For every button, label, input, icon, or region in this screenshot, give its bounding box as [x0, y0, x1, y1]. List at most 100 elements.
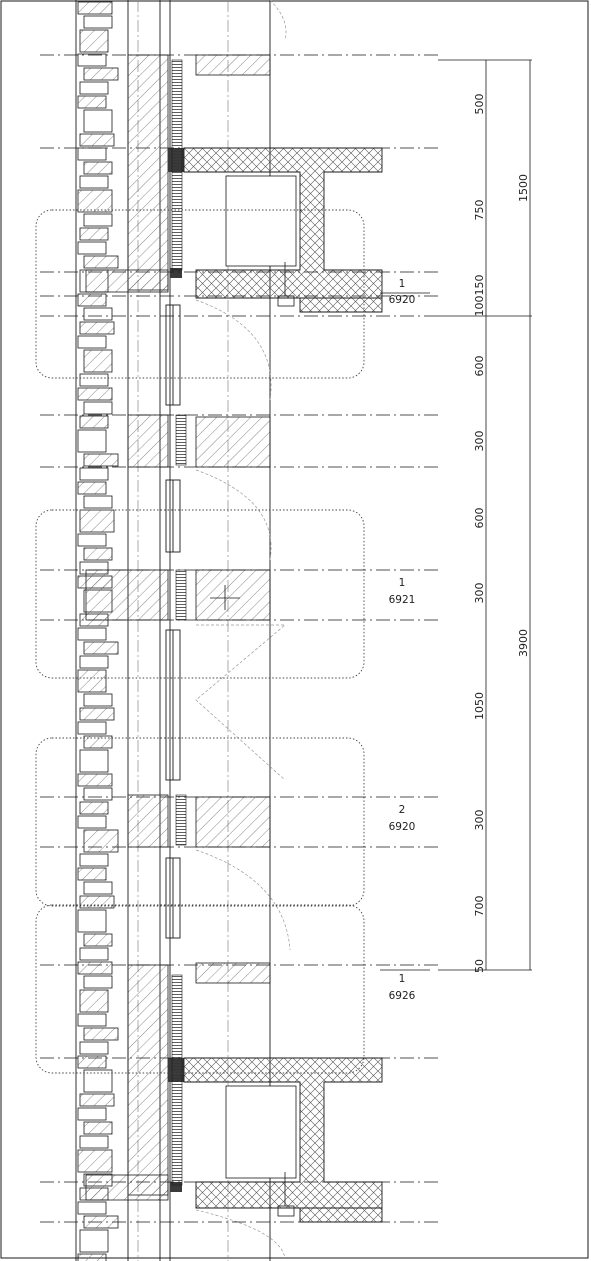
dim-600-a: 600	[473, 356, 486, 377]
dimension-labels: 500 750 150 100 600 300 600 300 1050 300…	[473, 94, 530, 974]
brick	[79, 133, 115, 147]
brick	[79, 947, 109, 961]
brick	[77, 627, 107, 641]
brick	[83, 15, 113, 29]
swing-arcs	[195, 0, 291, 1259]
dim-total-3900: 3900	[517, 629, 530, 657]
concrete-left	[85, 54, 169, 1201]
brick	[83, 1027, 119, 1041]
brick	[79, 415, 109, 429]
brick	[79, 989, 109, 1013]
dim-300-c: 300	[473, 810, 486, 831]
brick	[83, 1069, 113, 1093]
dim-100: 100	[473, 296, 486, 317]
brick	[79, 853, 109, 867]
brick	[83, 255, 119, 269]
brick	[79, 81, 109, 95]
callout-4-code: 6926	[389, 990, 416, 1002]
callout-1-number: 1	[399, 278, 406, 290]
brick	[77, 1201, 107, 1215]
cavity-strips	[171, 59, 187, 1186]
brick	[83, 109, 113, 133]
callout-3-code: 6920	[389, 821, 416, 833]
dimension-lines	[438, 59, 532, 971]
brick	[79, 29, 109, 53]
brick	[77, 1253, 107, 1261]
brick	[77, 481, 107, 495]
dim-300-b: 300	[473, 583, 486, 604]
brick	[77, 669, 107, 693]
dim-50: 50	[473, 959, 486, 973]
brick	[79, 749, 109, 773]
brick	[79, 227, 109, 241]
brick	[77, 241, 107, 255]
brick	[83, 829, 119, 853]
level-lines	[40, 54, 440, 1223]
brick	[79, 175, 109, 189]
brick	[83, 67, 119, 81]
dim-150: 150	[473, 275, 486, 296]
brick	[77, 293, 107, 307]
brick	[83, 881, 113, 895]
dim-600-b: 600	[473, 508, 486, 529]
anchor-markers	[210, 262, 295, 1217]
dim-300-a: 300	[473, 431, 486, 452]
brick	[79, 655, 109, 669]
brick	[83, 787, 113, 801]
brick	[77, 429, 107, 453]
brick	[79, 467, 109, 481]
brick	[77, 1149, 113, 1173]
brick	[83, 349, 113, 373]
brick	[83, 495, 113, 509]
brick	[83, 933, 113, 947]
callout-2-number: 1	[399, 577, 406, 589]
brick	[77, 335, 107, 349]
brick	[83, 161, 113, 175]
callout-2-code: 6921	[389, 594, 416, 606]
brick	[77, 773, 113, 787]
dim-1050: 1050	[473, 692, 486, 720]
callout-3-number: 2	[399, 804, 406, 816]
brick	[83, 735, 113, 749]
brick	[83, 401, 113, 415]
brick	[79, 1041, 109, 1055]
brick	[77, 1055, 107, 1069]
brick	[77, 721, 107, 735]
brick	[77, 387, 113, 401]
brick	[83, 975, 113, 989]
brick	[79, 1135, 109, 1149]
brick	[77, 961, 113, 975]
brick	[77, 1107, 107, 1121]
floor-slabs	[183, 147, 383, 1223]
window-units	[165, 304, 181, 939]
brick-facade	[77, 1, 119, 1261]
brick	[77, 909, 107, 933]
callout-4-number: 1	[399, 973, 406, 985]
brick	[77, 53, 107, 67]
callout-leaders	[380, 292, 430, 971]
brick	[77, 147, 107, 161]
brick	[79, 509, 115, 533]
brick	[77, 1, 113, 15]
callout-labels: 1 6920 1 6921 2 6920 1 6926	[389, 278, 416, 1002]
dim-750: 750	[473, 200, 486, 221]
interior-blocks	[195, 54, 271, 984]
brick	[79, 373, 109, 387]
slab-openings	[225, 175, 297, 1179]
dim-total-1500: 1500	[517, 174, 530, 202]
brick	[83, 1121, 113, 1135]
brick	[77, 1013, 107, 1027]
brick	[77, 533, 107, 547]
brick	[83, 693, 113, 707]
dim-700: 700	[473, 896, 486, 917]
brick	[79, 801, 109, 815]
brick	[77, 189, 113, 213]
dim-500: 500	[473, 94, 486, 115]
brick	[83, 453, 119, 467]
callout-1-code: 6920	[389, 294, 416, 306]
brick	[77, 95, 107, 109]
brick	[83, 213, 113, 227]
brick	[79, 1093, 115, 1107]
